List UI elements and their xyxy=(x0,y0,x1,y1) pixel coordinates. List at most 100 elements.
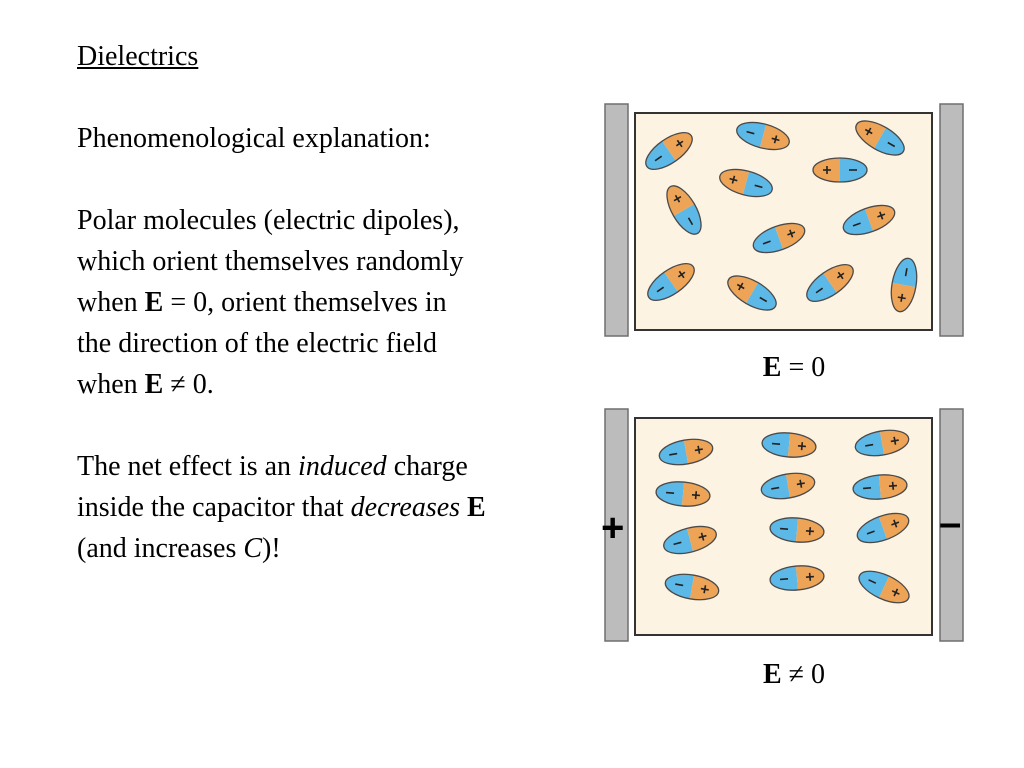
negative-half xyxy=(673,204,702,235)
dipole-molecule xyxy=(658,438,714,466)
dipole-outline xyxy=(719,168,773,198)
negative-half xyxy=(645,141,676,170)
dipole-outline xyxy=(645,132,693,170)
negative-half xyxy=(874,127,905,156)
negative-half xyxy=(761,474,791,499)
dipole-molecule xyxy=(647,263,695,301)
negative-plate-sign: – xyxy=(939,501,962,545)
plus-sign-v xyxy=(893,588,899,597)
plus-sign-v xyxy=(893,436,897,445)
negative-half xyxy=(806,273,837,302)
minus-sign xyxy=(865,443,874,447)
plus-sign-v xyxy=(866,127,872,136)
dipole-outline xyxy=(736,121,790,151)
minus-sign xyxy=(656,286,665,293)
dipole-molecule xyxy=(719,168,773,198)
minus-sign xyxy=(654,155,663,162)
positive-half xyxy=(823,264,854,293)
negative-half xyxy=(647,272,678,301)
positive-half xyxy=(686,526,717,552)
negative-half xyxy=(742,171,773,197)
dipole-molecule xyxy=(761,432,817,458)
dipole-molecule xyxy=(736,121,790,151)
positive-half xyxy=(879,430,909,455)
dipole-outline xyxy=(769,565,825,591)
dipole-molecule xyxy=(760,472,816,500)
para1-line4: the direction of the electric field xyxy=(77,328,437,359)
minus-sign xyxy=(904,268,908,277)
plus-sign-v xyxy=(700,532,705,541)
para1-line3: when E = 0, orient themselves in xyxy=(77,287,447,318)
dipole-molecule xyxy=(663,525,717,555)
negative-half xyxy=(770,566,799,591)
positive-plate-sign: + xyxy=(601,506,625,550)
dipole-molecule xyxy=(854,429,910,457)
dipole-outline xyxy=(727,275,777,311)
negative-half xyxy=(656,481,685,506)
para1-line2: which orient themselves randomly xyxy=(77,246,464,277)
plus-sign-v xyxy=(800,442,804,451)
plus-sign-v xyxy=(673,196,682,202)
right-plate xyxy=(939,103,964,337)
dipole-outline xyxy=(769,517,825,543)
minus-sign xyxy=(673,541,682,546)
dipole-molecule xyxy=(666,185,702,235)
dipole-molecule xyxy=(769,517,825,543)
left-plate xyxy=(604,408,629,642)
dipole-molecule xyxy=(855,120,905,156)
induced-word: induced xyxy=(298,451,387,482)
plus-sign-v xyxy=(893,519,898,528)
dipole-outline xyxy=(812,157,868,183)
positive-half xyxy=(855,120,886,149)
dipole-outline xyxy=(858,570,910,604)
plus-sign-v xyxy=(697,445,701,454)
dipole-molecule xyxy=(655,481,711,507)
dipole-outline xyxy=(842,204,896,236)
plus-sign-v xyxy=(799,479,803,488)
dipole-molecule xyxy=(806,264,854,302)
positive-half xyxy=(727,275,758,304)
dipole-molecule xyxy=(769,565,825,591)
plus-sign-v xyxy=(773,135,778,144)
minus-sign xyxy=(669,452,678,456)
negative-half xyxy=(770,517,799,542)
subtitle: Phenomenological explanation: xyxy=(77,123,431,154)
random-dipoles xyxy=(645,120,918,313)
para2-line3: (and increases C)! xyxy=(77,533,281,564)
plus-sign-v xyxy=(703,585,707,594)
positive-half xyxy=(683,439,713,464)
minus-sign xyxy=(866,530,875,535)
dipole-molecule xyxy=(856,512,910,544)
negative-half xyxy=(665,574,695,599)
plus-sign-v xyxy=(694,491,698,500)
negative-half xyxy=(843,208,874,235)
dipole-outline xyxy=(760,472,816,500)
negative-half xyxy=(855,431,885,456)
minus-sign xyxy=(746,130,755,135)
plus-sign-v xyxy=(808,572,812,581)
dipole-molecule xyxy=(812,157,868,183)
minus-sign xyxy=(852,222,861,227)
dipole-molecule xyxy=(852,474,908,500)
dipole-outline xyxy=(666,185,702,235)
dipole-outline xyxy=(752,222,806,254)
minus-sign xyxy=(759,296,768,303)
dipole-outline xyxy=(852,474,908,500)
field-zero-label: E = 0 xyxy=(762,352,826,383)
positive-half xyxy=(689,575,719,600)
dipole-outline xyxy=(647,263,695,301)
positive-half xyxy=(662,132,693,161)
negative-half xyxy=(659,440,689,465)
minus-sign xyxy=(887,141,896,148)
positive-half xyxy=(878,513,909,540)
left-plate xyxy=(604,103,629,337)
dipole-outline xyxy=(761,432,817,458)
positive-half xyxy=(664,263,695,292)
positive-half xyxy=(891,282,916,312)
negative-half xyxy=(746,282,777,311)
plus-sign-v xyxy=(738,282,744,291)
positive-half xyxy=(774,223,805,250)
negative-half xyxy=(859,571,890,598)
minus-sign xyxy=(675,583,684,587)
